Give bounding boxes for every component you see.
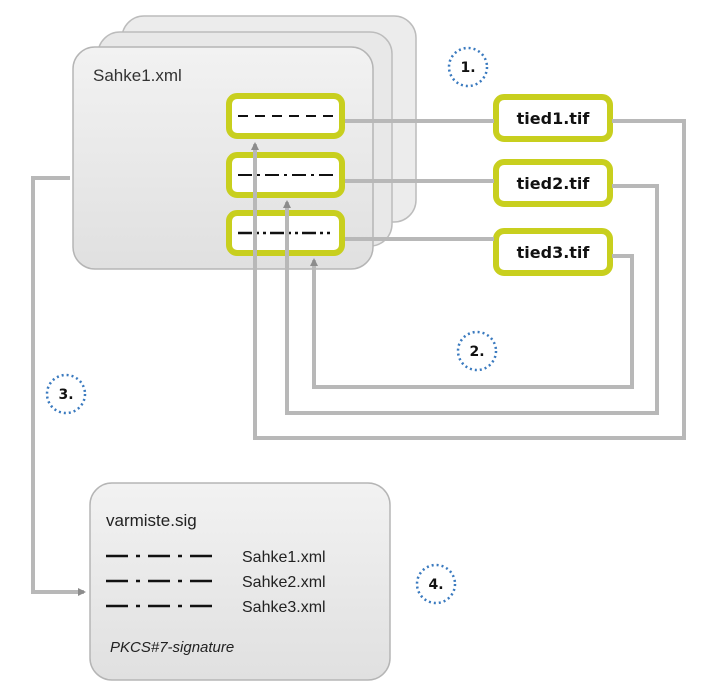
return-loops (251, 119, 686, 440)
loop-tied3 (310, 254, 634, 389)
step-label: 1. (460, 60, 475, 76)
reference-box-1 (226, 93, 345, 139)
connectors (345, 119, 494, 241)
signature-entry: Sahke3.xml (242, 599, 326, 616)
reference-box-2 (226, 152, 345, 198)
step-marker-1: 1. (447, 46, 489, 88)
signature-entry: Sahke1.xml (242, 549, 326, 566)
signature-panel: varmiste.sig Sahke1.xml Sahke2.xml Sahke… (89, 482, 391, 681)
attachment-box-1: tied1.tif (493, 94, 613, 142)
attachment-label: tied2.tif (517, 174, 591, 193)
connector-document-signature (31, 176, 86, 596)
signature-title: varmiste.sig (106, 511, 197, 530)
attachment-label: tied3.tif (517, 243, 591, 262)
step-label: 3. (58, 387, 73, 403)
step-marker-4: 4. (415, 563, 457, 605)
document-title: Sahke1.xml (93, 66, 182, 85)
loop-tied2 (283, 184, 659, 415)
step-label: 4. (428, 577, 443, 593)
attachment-box-2: tied2.tif (493, 159, 613, 207)
step-marker-2: 2. (456, 330, 498, 372)
step-label: 2. (469, 344, 484, 360)
step-marker-3: 3. (45, 373, 87, 415)
signature-type-label: PKCS#7-signature (110, 639, 234, 656)
attachment-label: tied1.tif (517, 109, 591, 128)
signature-entry: Sahke2.xml (242, 574, 326, 591)
loop-tied1 (251, 119, 686, 440)
attachment-box-3: tied3.tif (493, 228, 613, 276)
